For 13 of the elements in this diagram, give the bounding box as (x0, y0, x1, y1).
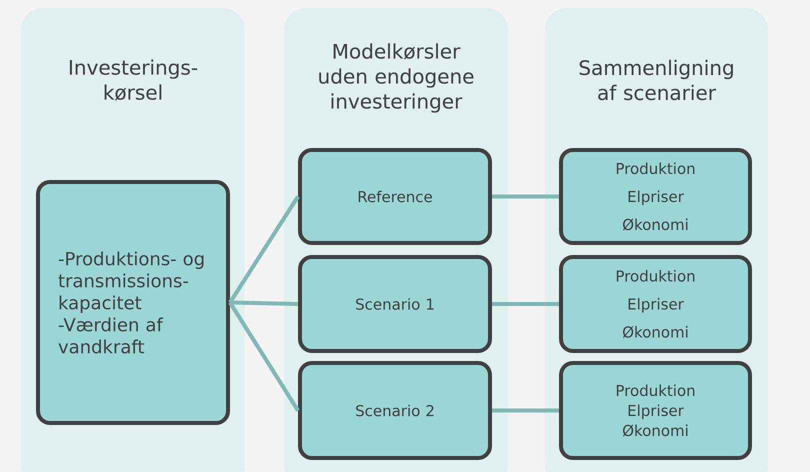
connector-line (228, 301, 300, 412)
process-box: Scenario 2 (298, 361, 492, 460)
connector-line (492, 408, 559, 412)
process-box: Produktion Elpriser Økonomi (559, 148, 752, 245)
process-box: Produktion Elpriser Økonomi (559, 255, 752, 353)
connector-line (492, 194, 559, 198)
connector-line (492, 302, 559, 306)
process-box: Reference (298, 148, 492, 245)
process-box: Produktion Elpriser Økonomi (559, 361, 752, 460)
process-box: Scenario 1 (298, 255, 492, 353)
connector-line (230, 300, 298, 306)
connector-line (228, 195, 300, 304)
process-box: -Produktions- og transmissions- kapacitet -Værdien af vandkraft (36, 180, 230, 425)
